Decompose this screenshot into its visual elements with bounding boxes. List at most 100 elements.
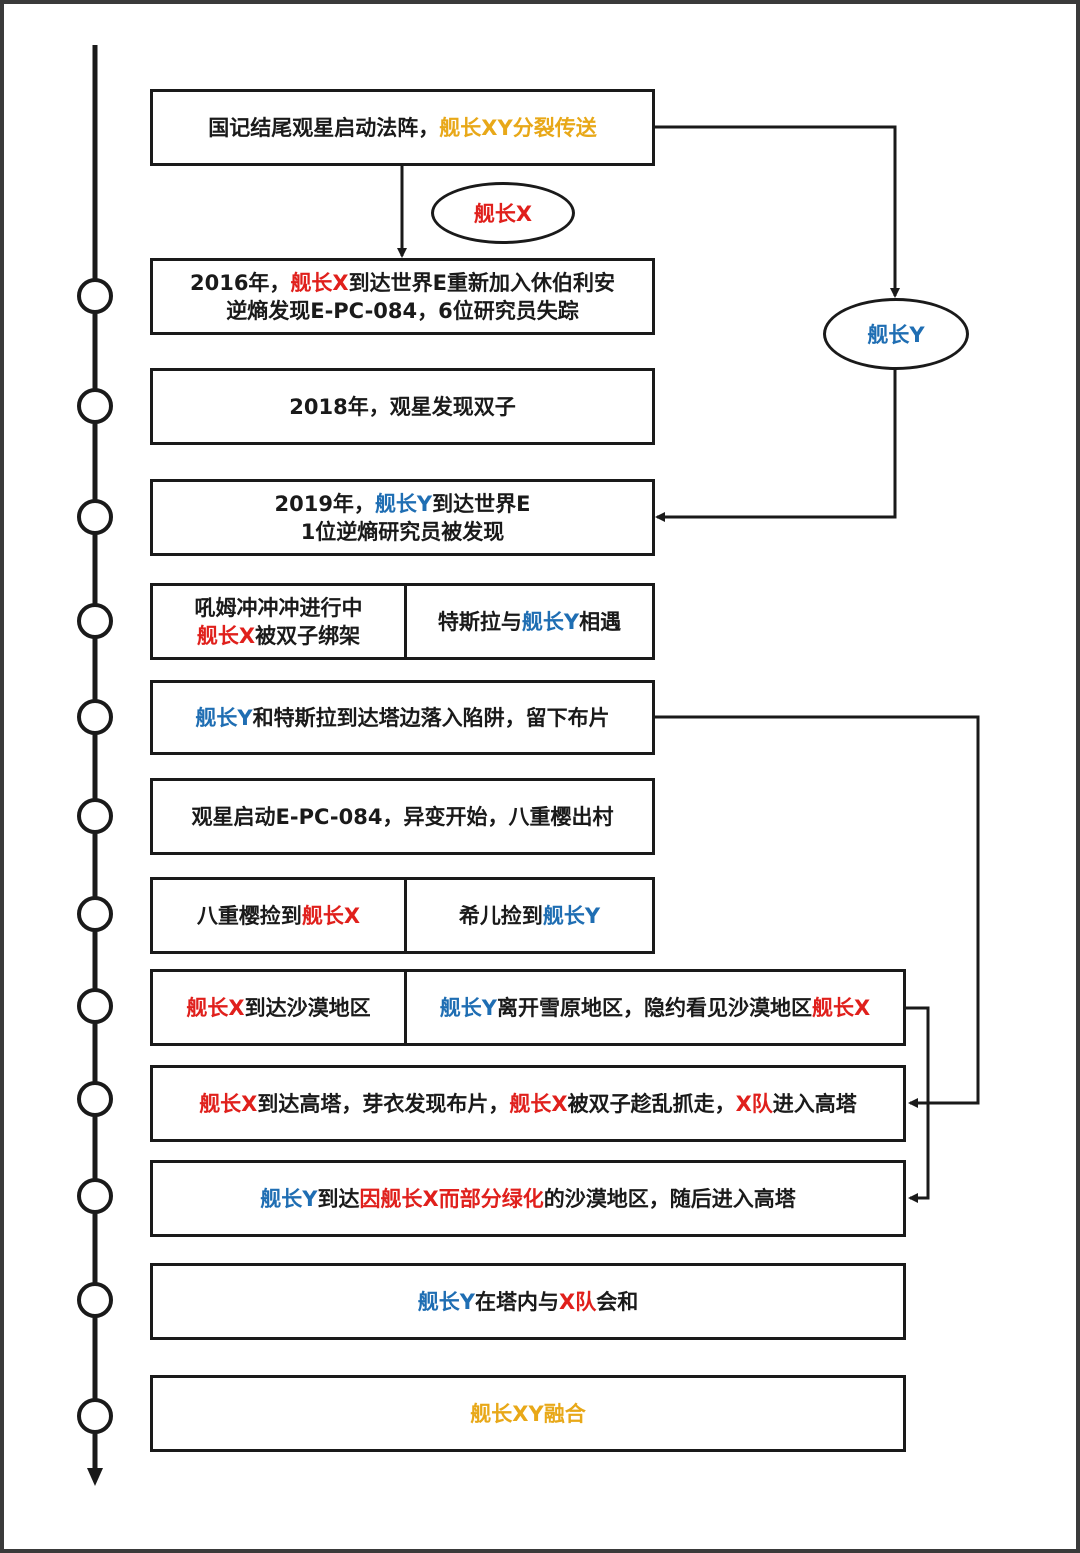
arrow-e1-to-ellipse-y [655, 125, 900, 298]
event-2018: 2018年，观星发现双子 [150, 368, 655, 445]
event-text-segment: 舰长Y [417, 1289, 475, 1314]
event-text: 舰长Y离开雪原地区，隐约看见沙漠地区舰长X [440, 994, 870, 1022]
event-text-segment: 舰长X [290, 270, 349, 295]
event-text: 观星启动E-PC-084，异变开始，八重樱出村 [192, 803, 614, 831]
event-text-segment: 在塔内与 [475, 1289, 559, 1314]
event-text-line: 舰长X到达沙漠地区 [186, 994, 370, 1022]
event-text-segment: 到达 [317, 1186, 360, 1211]
event-text-line: 舰长Y到达因舰长X而部分绿化的沙漠地区，随后进入高塔 [260, 1185, 795, 1213]
event-text-line: 国记结尾观星启动法阵，舰长XY分裂传送 [208, 114, 596, 142]
event-split-row-2: 八重樱捡到舰长X 希儿捡到舰长Y [150, 877, 655, 954]
event-text-segment: 舰长X [509, 1091, 568, 1116]
event-text-segment: 舰长X [196, 623, 256, 648]
ellipse-captain-y: 舰长Y [823, 298, 969, 370]
event-text-line: 舰长Y离开雪原地区，隐约看见沙漠地区舰长X [440, 994, 870, 1022]
event-text-segment: 舰长X [186, 995, 245, 1020]
ellipse-captain-x: 舰长X [431, 182, 575, 244]
event-text-segment: 逆熵发现E-PC-084，6位研究员失踪 [226, 298, 579, 323]
event-y-leaves-snowfield: 舰长Y离开雪原地区，隐约看见沙漠地区舰长X [407, 972, 903, 1043]
event-text: 舰长X到达沙漠地区 [186, 994, 370, 1022]
event-text-segment: 舰长Y [260, 1186, 318, 1211]
event-text-segment: 国记结尾观星启动法阵， [208, 115, 440, 140]
event-split-teleport: 国记结尾观星启动法阵，舰长XY分裂传送 [150, 89, 655, 166]
event-text-segment: 进入高塔 [772, 1091, 857, 1116]
event-xy-merge: 舰长XY融合 [150, 1375, 906, 1452]
event-text-line: 舰长X被双子绑架 [195, 622, 363, 650]
timeline-node-12 [77, 1398, 113, 1434]
timeline-node-7 [77, 896, 113, 932]
timeline-node-8 [77, 988, 113, 1024]
event-text-segment: 舰长Y [195, 705, 253, 730]
event-text-line: 舰长XY融合 [470, 1400, 585, 1428]
event-text: 2016年，舰长X到达世界E重新加入休伯利安逆熵发现E-PC-084，6位研究员… [190, 269, 615, 325]
event-text-segment: 被双子绑架 [255, 623, 361, 648]
cell-divider [404, 877, 407, 954]
event-text: 2018年，观星发现双子 [289, 393, 515, 421]
event-text-segment: 舰长Y [374, 491, 433, 516]
event-text-segment: 被双子趁乱抓走， [567, 1091, 736, 1116]
timeline-node-1 [77, 278, 113, 314]
event-text-segment: X队 [735, 1091, 773, 1116]
event-text-line: 观星启动E-PC-084，异变开始，八重樱出村 [192, 803, 614, 831]
event-x-desert: 舰长X到达沙漠地区 [153, 972, 404, 1043]
event-text-line: 八重樱捡到舰长X [197, 902, 360, 930]
event-text-segment: 2016年， [189, 270, 291, 295]
event-text-segment: 离开雪原地区，隐约看见沙漠地区 [497, 995, 812, 1020]
event-text-line: 舰长Y在塔内与X队会和 [418, 1288, 638, 1316]
event-text-segment: 希儿捡到 [458, 903, 543, 928]
event-2016: 2016年，舰长X到达世界E重新加入休伯利安逆熵发现E-PC-084，6位研究员… [150, 258, 655, 335]
event-text-segment: 会和 [596, 1289, 639, 1314]
event-text-segment: 和特斯拉到达塔边落入陷阱，留下布片 [252, 705, 610, 730]
arrow-e6-to-e10 [655, 715, 980, 1108]
event-text-segment: 相遇 [579, 609, 622, 634]
event-text: 八重樱捡到舰长X [197, 902, 360, 930]
event-text-segment: 舰长X [812, 995, 871, 1020]
event-text-segment: 舰长X [301, 903, 361, 928]
event-text-line: 舰长X到达高塔，芽衣发现布片，舰长X被双子趁乱抓走，X队进入高塔 [199, 1090, 857, 1118]
event-text-segment: 2018年，观星发现双子 [289, 394, 516, 419]
event-text-segment: 到达世界E [432, 491, 531, 516]
event-split-row-3: 舰长X到达沙漠地区 舰长Y离开雪原地区，隐约看见沙漠地区舰长X [150, 969, 906, 1046]
event-text-line: 吼姆冲冲冲进行中 [195, 594, 363, 622]
event-text-segment: 舰长X [199, 1091, 258, 1116]
event-text-line: 2019年，舰长Y到达世界E [274, 490, 530, 518]
event-text-segment: 舰长XY分裂传送 [439, 115, 597, 140]
event-text-segment: 1位逆熵研究员被发现 [300, 519, 505, 544]
event-text-line: 2016年，舰长X到达世界E重新加入休伯利安 [190, 269, 615, 297]
event-text-segment: 特斯拉与 [437, 609, 522, 634]
timeline-node-10 [77, 1178, 113, 1214]
timeline-node-5 [77, 699, 113, 735]
event-text: 舰长Y在塔内与X队会和 [418, 1288, 638, 1316]
event-text: 吼姆冲冲冲进行中舰长X被双子绑架 [195, 594, 363, 650]
event-text: 舰长XY融合 [470, 1400, 585, 1428]
timeline-node-4 [77, 603, 113, 639]
event-text: 国记结尾观星启动法阵，舰长XY分裂传送 [208, 114, 596, 142]
event-text-segment: 舰长Y [542, 903, 601, 928]
event-text-line: 特斯拉与舰长Y相遇 [438, 608, 621, 636]
event-tower-trap: 舰长Y和特斯拉到达塔边落入陷阱，留下布片 [150, 680, 655, 755]
event-mutation-begins: 观星启动E-PC-084，异变开始，八重樱出村 [150, 778, 655, 855]
event-text: 特斯拉与舰长Y相遇 [438, 608, 621, 636]
event-text-segment: 舰长XY融合 [470, 1401, 586, 1426]
event-y-reaches-desert: 舰长Y到达因舰长X而部分绿化的沙漠地区，随后进入高塔 [150, 1160, 906, 1237]
event-text-segment: 八重樱捡到 [196, 903, 302, 928]
event-sakura-finds-x: 八重樱捡到舰长X [153, 880, 404, 951]
event-text-segment: X队 [559, 1289, 597, 1314]
timeline-node-9 [77, 1081, 113, 1117]
event-text-segment: 到达世界E重新加入休伯利安 [348, 270, 615, 295]
event-text-line: 1位逆熵研究员被发现 [274, 518, 530, 546]
event-split-row-1: 吼姆冲冲冲进行中舰长X被双子绑架 特斯拉与舰长Y相遇 [150, 583, 655, 660]
event-text-segment: 吼姆冲冲冲进行中 [194, 595, 363, 620]
event-y-meets-x-team: 舰长Y在塔内与X队会和 [150, 1263, 906, 1340]
timeline-node-6 [77, 798, 113, 834]
event-seele-finds-y: 希儿捡到舰长Y [407, 880, 652, 951]
event-text-line: 逆熵发现E-PC-084，6位研究员失踪 [190, 297, 615, 325]
event-text-segment: 的沙漠地区，随后进入高塔 [543, 1186, 796, 1211]
event-text-line: 希儿捡到舰长Y [459, 902, 600, 930]
event-text-segment: 舰长Y [439, 995, 497, 1020]
event-text-segment: 舰长Y [521, 609, 580, 634]
event-text-segment: 到达高塔，芽衣发现布片， [257, 1091, 510, 1116]
event-text-segment: 因舰长X而部分绿化 [359, 1186, 544, 1211]
event-text: 舰长Y到达因舰长X而部分绿化的沙漠地区，随后进入高塔 [260, 1185, 795, 1213]
